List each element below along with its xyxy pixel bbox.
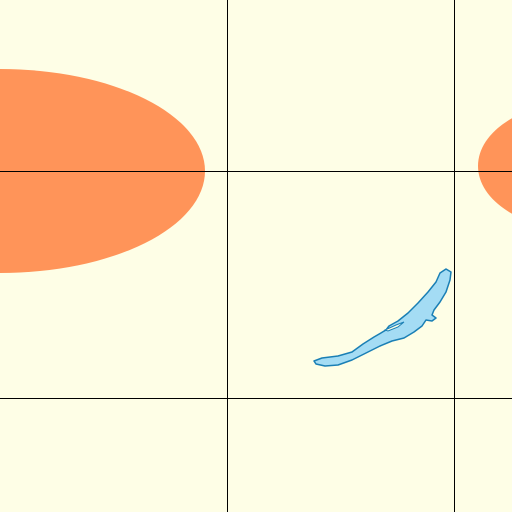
lake-island: [383, 321, 405, 332]
lake-polygon[interactable]: [313, 268, 452, 367]
highlighted-region-east[interactable]: [478, 102, 512, 230]
